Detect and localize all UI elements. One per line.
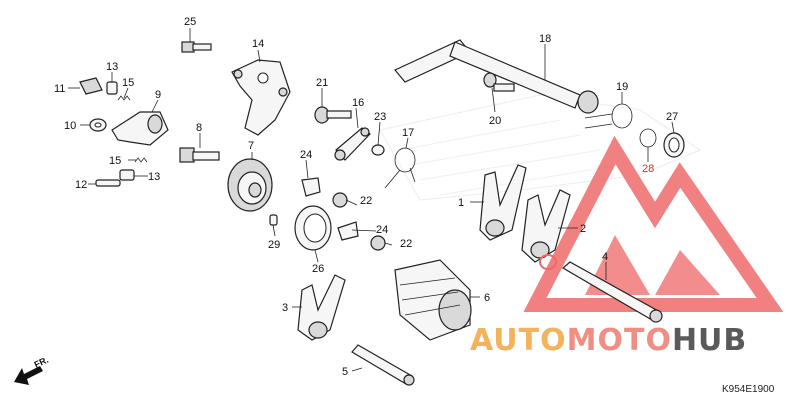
callout-2: 2 bbox=[580, 223, 586, 235]
diagram-code: K954E1900 bbox=[722, 384, 775, 395]
callout-24-bottom: 24 bbox=[376, 224, 388, 236]
watermark-text: AUTOMOTOHUB bbox=[470, 323, 747, 358]
callout-labels: 25 14 11 13 15 10 9 15 13 12 8 7 29 21 1… bbox=[54, 16, 678, 378]
part-bolt-20 bbox=[483, 72, 515, 92]
callout-11: 11 bbox=[54, 83, 65, 95]
part-bracket-24-bottom bbox=[337, 221, 359, 241]
callout-13-bottom: 13 bbox=[148, 171, 160, 183]
part-washer-25 bbox=[663, 132, 685, 158]
part-bolt-22-bottom bbox=[370, 235, 386, 251]
callout-1: 1 bbox=[458, 197, 464, 209]
callout-15-top: 15 bbox=[122, 77, 134, 89]
part-shaft-4 bbox=[561, 261, 663, 323]
callout-5: 5 bbox=[342, 366, 348, 378]
callout-23: 23 bbox=[374, 111, 386, 123]
leader-lines bbox=[68, 28, 675, 372]
part-plate-14 bbox=[231, 59, 291, 136]
part-roller-13-bottom bbox=[119, 169, 135, 181]
background-wing-logo bbox=[379, 94, 702, 201]
callout-3: 3 bbox=[282, 302, 288, 314]
callout-12: 12 bbox=[75, 179, 87, 191]
callout-21: 21 bbox=[316, 77, 328, 89]
callout-15-bottom: 15 bbox=[109, 155, 121, 167]
callout-14: 14 bbox=[252, 38, 264, 50]
callout-6: 6 bbox=[484, 292, 490, 304]
part-bolt-22-top bbox=[332, 192, 348, 208]
part-bolt-21 bbox=[314, 106, 352, 124]
callout-13-top: 13 bbox=[106, 61, 118, 73]
callout-24-top: 24 bbox=[300, 149, 312, 161]
part-arm-9 bbox=[111, 111, 169, 146]
callout-26: 26 bbox=[312, 263, 324, 275]
part-pin-12 bbox=[95, 179, 121, 187]
part-cam-7 bbox=[227, 158, 273, 212]
callout-18: 18 bbox=[539, 33, 551, 45]
part-spindle-18 bbox=[394, 39, 599, 114]
callout-4: 4 bbox=[602, 251, 608, 263]
front-direction-marker: FR. bbox=[14, 355, 50, 385]
callout-7: 7 bbox=[248, 140, 254, 152]
callout-9: 9 bbox=[155, 89, 161, 101]
part-stopper-arm-16 bbox=[334, 127, 371, 161]
part-pin-29 bbox=[269, 214, 278, 226]
part-washer-10 bbox=[89, 118, 107, 132]
callout-8: 8 bbox=[196, 122, 202, 134]
part-roller-13-top bbox=[106, 81, 118, 95]
part-stopper-11 bbox=[79, 77, 103, 95]
watermark-word: AUTOMOTOHUB bbox=[470, 323, 747, 358]
part-shaft-5 bbox=[351, 344, 415, 386]
part-spring-17 bbox=[384, 147, 416, 189]
part-oil-seal-26 bbox=[294, 205, 332, 251]
callout-22-bottom: 22 bbox=[400, 238, 412, 250]
callout-28: 28 bbox=[642, 163, 654, 175]
callout-10: 10 bbox=[64, 120, 76, 132]
front-marker-label: FR. bbox=[33, 355, 50, 370]
part-fork-1 bbox=[479, 164, 527, 241]
part-spring-15-top bbox=[117, 95, 131, 101]
part-washer-23 bbox=[371, 144, 385, 156]
callout-17: 17 bbox=[402, 127, 414, 139]
part-bolt-8 bbox=[179, 147, 220, 163]
part-circlip-28 bbox=[639, 128, 657, 148]
part-fork-2 bbox=[521, 189, 571, 270]
part-drum-6 bbox=[394, 259, 472, 341]
callout-25: 27 bbox=[666, 111, 678, 123]
part-bracket-24-top bbox=[301, 177, 321, 197]
callout-22-top: 22 bbox=[360, 195, 372, 207]
callout-29: 29 bbox=[268, 239, 280, 251]
callout-16: 16 bbox=[352, 97, 364, 109]
callout-19: 19 bbox=[616, 81, 628, 93]
part-fork-3 bbox=[297, 274, 346, 341]
part-spring-15-bottom bbox=[134, 157, 148, 163]
callout-27: 25 bbox=[184, 16, 196, 28]
part-bolt-27 bbox=[181, 41, 212, 53]
callout-20: 20 bbox=[489, 115, 501, 127]
